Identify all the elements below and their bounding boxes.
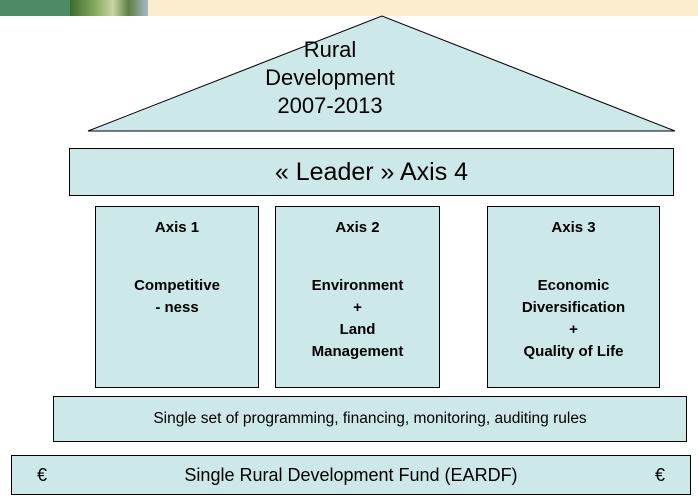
axis-description: Competitive - ness	[134, 275, 220, 319]
axis-desc-line: +	[353, 299, 362, 316]
header-photo-strip	[70, 0, 148, 16]
header-banner	[0, 0, 698, 16]
roof-title: Rural Development 2007-2013	[240, 36, 420, 120]
axis-desc-line: Economic	[537, 277, 610, 294]
rules-label: Single set of programming, financing, mo…	[153, 410, 587, 427]
roof-triangle	[87, 15, 676, 132]
axis-1-pillar: Axis 1 Competitive - ness	[95, 206, 259, 388]
axis-2-pillar: Axis 2 Environment + Land Management	[275, 206, 440, 388]
axis-desc-line: Competitive	[134, 277, 220, 294]
axis-desc-line: Land	[339, 321, 376, 338]
roof-line: 2007-2013	[277, 93, 383, 118]
axis-desc-line: +	[569, 321, 578, 338]
axis-description: Economic Diversification + Quality of Li…	[522, 275, 625, 363]
axis-desc-line: Management	[311, 343, 404, 360]
euro-symbol-left: €	[36, 464, 47, 485]
axis-desc-line: Diversification	[521, 299, 626, 316]
fund-bar: € Single Rural Development Fund (EARDF) …	[11, 455, 691, 495]
roof-line: Development	[265, 65, 395, 90]
euro-symbol-right: €	[654, 464, 665, 485]
leader-axis-label: « Leader » Axis 4	[274, 157, 469, 186]
axis-title: Axis 1	[154, 219, 200, 236]
axis-description: Environment + Land Management	[312, 275, 404, 363]
header-green-block	[0, 0, 70, 16]
roof-shape	[87, 15, 676, 132]
axis-desc-line: Quality of Life	[523, 343, 624, 360]
roof-line: Rural	[303, 37, 357, 62]
axis-desc-line: - ness	[155, 299, 199, 316]
leader-axis-bar: « Leader » Axis 4	[69, 148, 674, 196]
axis-title: Axis 3	[551, 219, 596, 236]
axis-title: Axis 2	[335, 219, 380, 236]
rules-bar: Single set of programming, financing, mo…	[53, 396, 687, 442]
axis-3-pillar: Axis 3 Economic Diversification + Qualit…	[487, 206, 660, 388]
fund-label: Single Rural Development Fund (EARDF)	[184, 464, 518, 485]
axis-desc-line: Environment	[311, 277, 404, 294]
